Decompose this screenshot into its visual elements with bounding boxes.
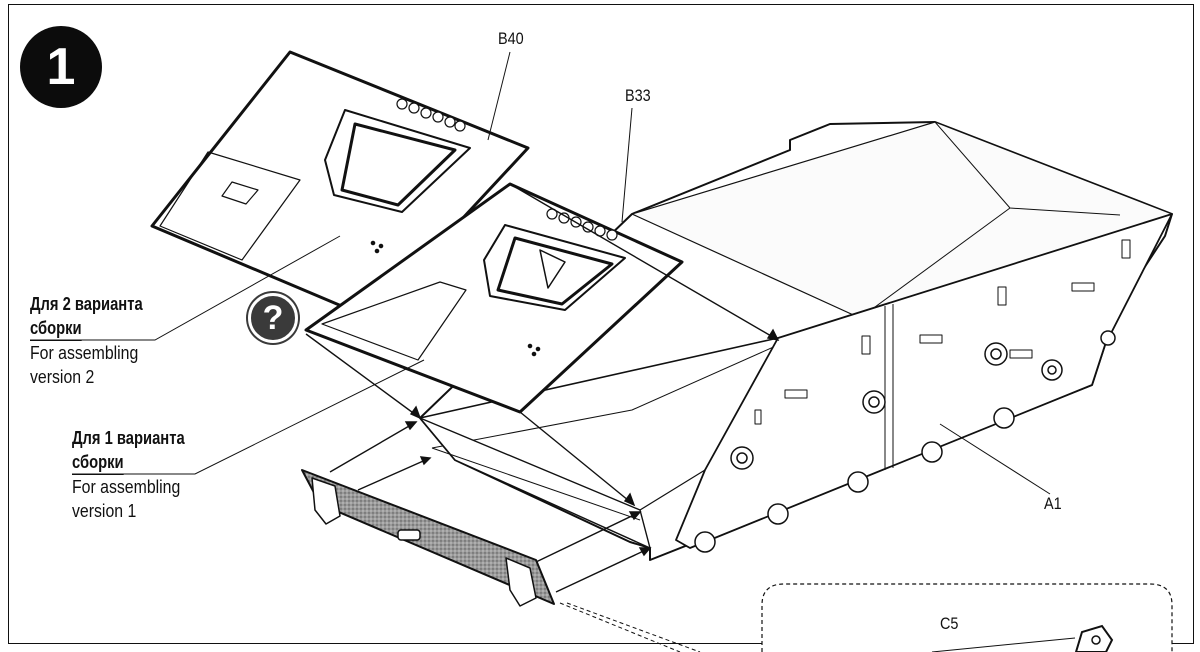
label-b40: B40	[498, 29, 524, 48]
question-mark-icon: ?	[248, 293, 298, 343]
note-variant-2: Для 2 варианта сборки For assembling ver…	[30, 292, 230, 389]
label-b33: B33	[625, 86, 651, 105]
note-variant-1-en-line1: For assembling	[72, 477, 181, 497]
note-variant-1-ru-line1: Для 1 варианта	[72, 428, 185, 448]
assembly-arrows	[305, 183, 780, 593]
hatch-plate-b40	[150, 50, 530, 320]
note-variant-1-en-line2: version 1	[72, 501, 137, 521]
note-variant-1-ru-line2: сборки	[72, 450, 124, 475]
hull-part-a1	[419, 121, 1173, 561]
note-variant-2-en-line1: For assembling	[30, 343, 139, 363]
step-number-badge: 1	[20, 26, 102, 108]
note-variant-2-en-line2: version 2	[30, 367, 95, 387]
note-variant-1: Для 1 варианта сборки For assembling ver…	[72, 426, 272, 523]
detail-inset	[761, 583, 1173, 652]
front-plate	[301, 469, 555, 607]
note-variant-2-ru-line2: сборки	[30, 316, 82, 341]
note-variant-2-ru-line1: Для 2 варианта	[30, 294, 143, 314]
label-c5: C5	[940, 614, 959, 633]
label-a1: A1	[1044, 494, 1062, 513]
